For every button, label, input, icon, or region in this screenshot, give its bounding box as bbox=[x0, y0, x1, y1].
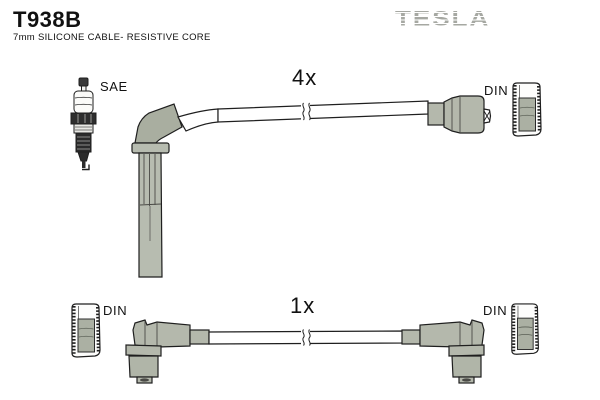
din-connector-cross-section-icon bbox=[511, 81, 543, 138]
din-connector-cross-section-icon bbox=[70, 302, 102, 359]
din-label-top: DIN bbox=[484, 83, 509, 98]
cable-break-mark bbox=[301, 102, 311, 121]
din-label-bottom-left: DIN bbox=[103, 303, 128, 318]
tesla-logo-stripes bbox=[393, 6, 493, 32]
straight-plug-connector bbox=[427, 95, 492, 134]
sae-label: SAE bbox=[100, 79, 128, 94]
right-angle-plug-connector-right bbox=[401, 319, 485, 384]
bottom-set-quantity-label: 1x bbox=[290, 293, 316, 318]
cable-break-mark bbox=[301, 329, 311, 346]
coil-pencil-boot-4x bbox=[131, 103, 219, 278]
part-number: T938B bbox=[13, 7, 82, 32]
product-subtitle: 7mm SILICONE CABLE- RESISTIVE CORE bbox=[13, 32, 211, 43]
bottom-cable bbox=[208, 329, 404, 346]
right-angle-plug-connector-left bbox=[125, 319, 210, 384]
spark-plug-icon bbox=[70, 77, 97, 171]
din-connector-cross-section-icon bbox=[510, 302, 540, 356]
din-label-bottom-right: DIN bbox=[483, 303, 508, 318]
top-set-quantity-label: 4x bbox=[292, 65, 318, 90]
top-cable bbox=[217, 100, 429, 123]
